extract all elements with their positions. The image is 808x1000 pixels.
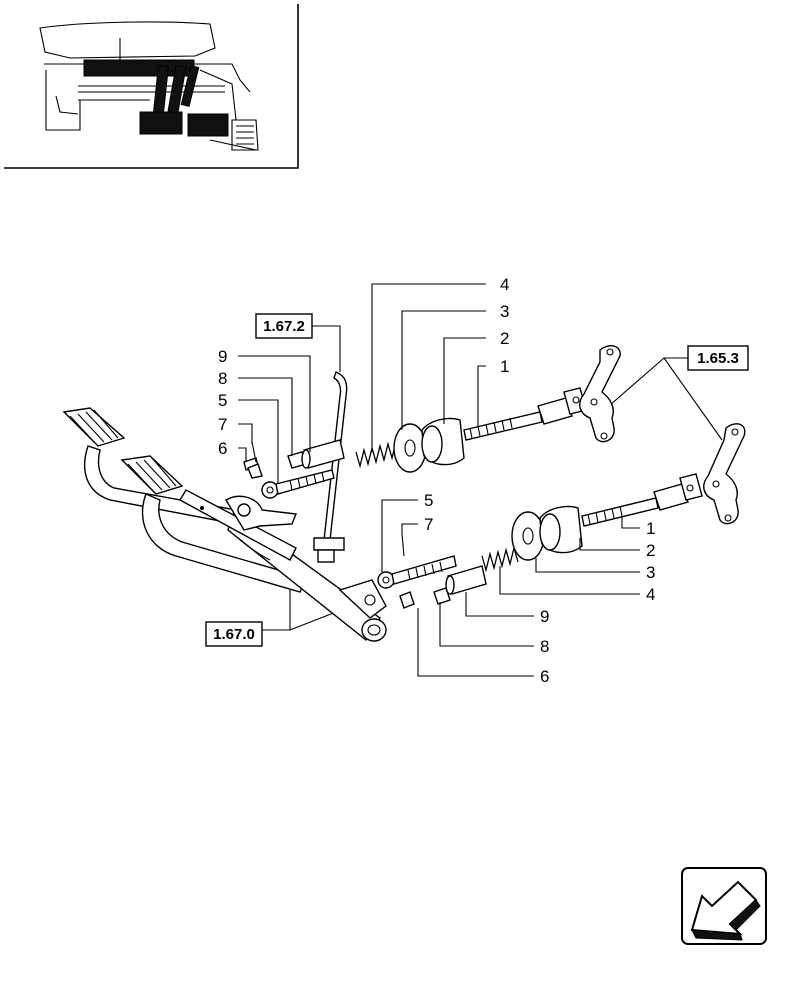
callout-3-upper: 3: [500, 302, 509, 321]
reference-box-1-67-2: 1.67.2: [255, 313, 313, 339]
upper-callout-leaders: [238, 283, 486, 484]
inset-overview: [4, 4, 299, 169]
lower-callout-leaders: [381, 499, 640, 677]
callout-3-lower: 3: [646, 563, 655, 582]
reference-label: 1.65.3: [697, 350, 739, 367]
callout-2-lower: 2: [646, 541, 655, 560]
callout-4-upper: 4: [500, 275, 509, 294]
callout-5-lower: 5: [424, 491, 433, 510]
inset-frame: [4, 4, 299, 169]
callout-7-lower: 7: [424, 515, 433, 534]
linkage-rod: [313, 371, 348, 563]
lower-adjuster: [377, 473, 703, 609]
lower-lever: [703, 423, 746, 525]
arrow-back-down-left-icon: [690, 880, 761, 941]
callout-6-upper: 6: [218, 439, 227, 458]
upper-adjuster: [243, 387, 587, 499]
reference-label: 1.67.0: [213, 626, 255, 643]
callout-6-lower: 6: [540, 667, 549, 686]
reference-label: 1.67.2: [263, 318, 305, 335]
reference-box-1-65-3: 1.65.3: [687, 345, 749, 371]
reference-box-1-67-0: 1.67.0: [205, 621, 263, 647]
upper-lever: [579, 345, 621, 443]
nav-back-button[interactable]: [681, 867, 767, 945]
callout-8-upper: 8: [218, 369, 227, 388]
callout-2-upper: 2: [500, 329, 509, 348]
brake-pedal-assembly: [62, 407, 387, 642]
callout-4-lower: 4: [646, 585, 655, 604]
callout-1-upper: 1: [500, 357, 509, 376]
callout-9-upper: 9: [218, 347, 227, 366]
callout-1-lower: 1: [646, 519, 655, 538]
callout-9-lower: 9: [540, 607, 549, 626]
callout-8-lower: 8: [540, 637, 549, 656]
callout-7-upper: 7: [218, 415, 227, 434]
callout-5-upper: 5: [218, 391, 227, 410]
